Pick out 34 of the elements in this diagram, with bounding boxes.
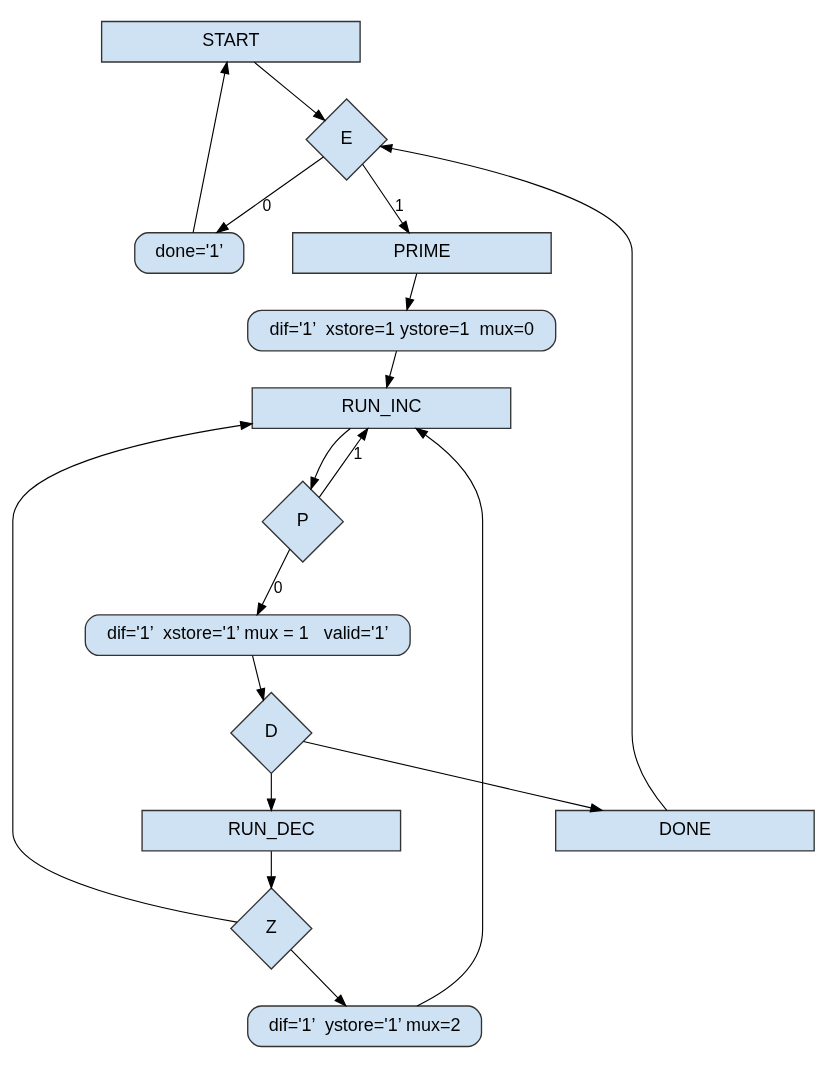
arrow [310,427,351,491]
node-diamond: P [261,479,345,563]
arrow [266,850,277,890]
arrow [215,156,324,233]
arrow [256,548,291,616]
node-box: dif='1’ xstore=1 ystore=1 mux=0 [247,309,557,351]
edge-label: 1 [353,444,363,462]
arrow [290,948,347,1007]
arrow [405,272,418,311]
arrow [385,350,398,389]
arrow [266,772,277,812]
node-box: RUN_DEC [141,809,402,852]
arrow [378,143,668,811]
arrow [251,654,266,702]
edge-label: 0 [273,578,283,596]
node-box: done='1’ [134,231,245,274]
edge-label: 0 [262,196,272,214]
arrow [12,420,254,923]
edge-label: 1 [395,196,404,214]
arrow [302,740,604,812]
node-box: RUN_INC [251,386,512,429]
node-diamond: Z [229,886,313,970]
node-box: DONE [555,809,815,852]
node-box: dif='1’ xstore='1’ mux = 1 valid='1’ [84,613,411,656]
arrow [253,61,327,121]
node-diamond: D [229,691,313,774]
node-diamond: E [305,97,389,181]
arrow [318,426,369,498]
arrow [362,163,410,234]
arrow [414,427,484,1007]
node-box: PRIME [292,231,552,274]
node-box: dif='1’ ystore='1’ mux=2 [247,1004,483,1047]
node-box: START [100,20,361,63]
arrow [192,60,230,233]
